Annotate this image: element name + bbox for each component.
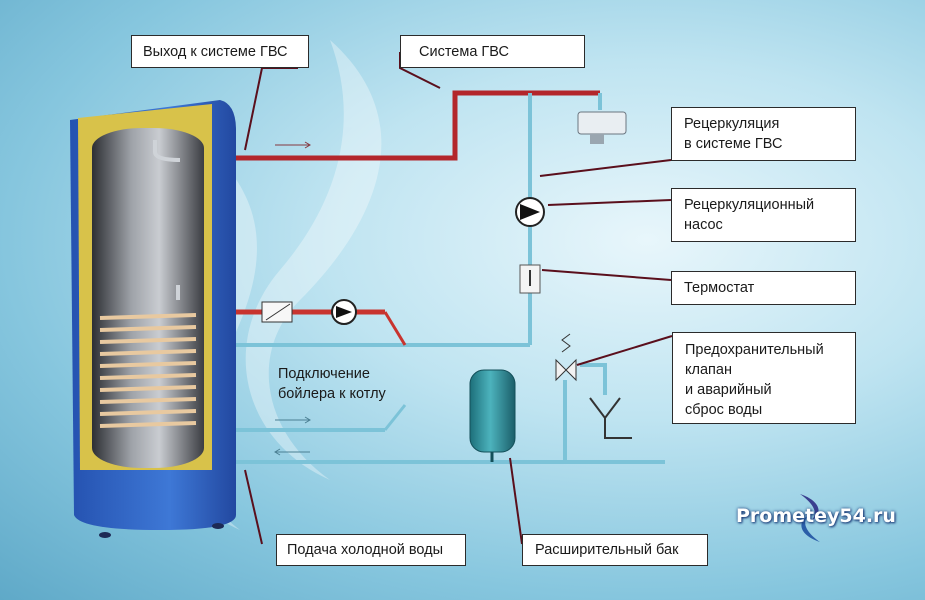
drain-funnel-icon xyxy=(589,397,632,439)
recirculation-pump-icon xyxy=(515,197,545,227)
tank-inner-vessel xyxy=(92,128,204,468)
label-safety-valve: Предохранительный клапан и аварийный сбр… xyxy=(672,332,856,424)
expansion-tank-icon xyxy=(469,369,516,462)
label-thermostat: Термостат xyxy=(671,271,856,305)
hot-water-pipe xyxy=(236,90,600,161)
label-recirculation-line: Рецеркуляция в системе ГВС xyxy=(671,107,856,161)
label-expansion-tank: Расширительный бак xyxy=(522,534,708,566)
boiler-connection-pipes xyxy=(236,299,407,432)
sink-icon xyxy=(577,111,627,144)
brand-logo-icon xyxy=(800,494,820,542)
label-hot-outlet: Выход к системе ГВС xyxy=(131,35,309,68)
safety-valve-icon xyxy=(555,333,577,382)
label-boiler-connection: Подключение бойлера к котлу xyxy=(278,366,386,402)
cold-water-pipe xyxy=(236,363,665,464)
hot-draw-pipe xyxy=(153,140,181,162)
brand-watermark: Prometey54.ru xyxy=(736,505,896,527)
thermostat-icon xyxy=(519,264,541,294)
water-heater xyxy=(70,100,236,538)
label-dhw-system: Система ГВС xyxy=(400,35,585,68)
label-cold-inlet: Подача холодной воды xyxy=(276,534,466,566)
label-recirculation-pump: Рецеркуляционный насос xyxy=(671,188,856,242)
heat-exchanger-coil xyxy=(99,313,197,428)
